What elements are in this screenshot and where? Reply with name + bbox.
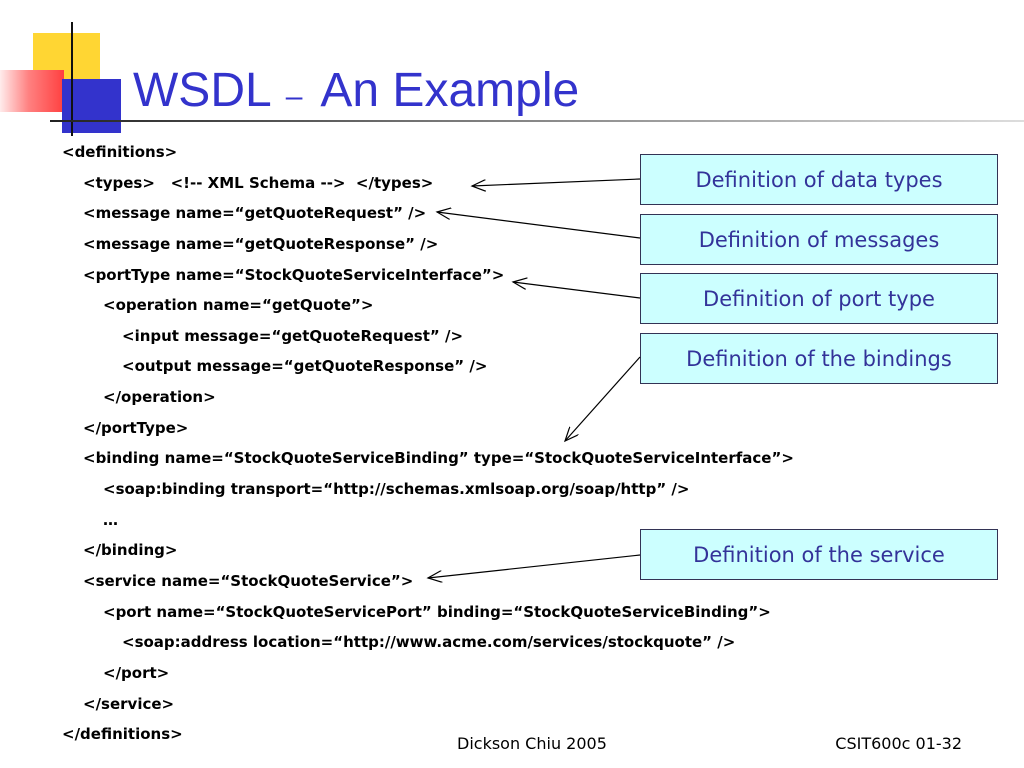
code-line: <port name=“StockQuoteServicePort” bindi…: [103, 602, 771, 621]
callout-service: Definition of the service: [640, 529, 998, 580]
code-line: </operation>: [103, 388, 216, 407]
code-line: <service name=“StockQuoteService”>: [83, 571, 414, 590]
callout-port-type: Definition of port type: [640, 273, 998, 324]
code-line: <input message=“getQuoteRequest” />: [122, 326, 464, 345]
code-line: <output message=“getQuoteResponse” />: [122, 357, 488, 376]
title-rest: An Example: [320, 64, 580, 117]
callout-data-types: Definition of data types: [640, 154, 998, 205]
code-line: </definitions>: [62, 725, 183, 744]
code-line: </portType>: [83, 418, 189, 437]
footer-author: Dickson Chiu 2005: [457, 734, 607, 753]
code-line: </binding>: [83, 541, 178, 560]
title-lead: WSDL: [133, 64, 272, 117]
code-line: <message name=“getQuoteResponse” />: [83, 234, 439, 253]
code-line: <types> <!-- XML Schema --> </types>: [83, 173, 434, 192]
decor-red-gradient-bar: [0, 70, 64, 112]
title-dash: –: [285, 80, 303, 113]
code-line: </port>: [103, 663, 170, 682]
code-line: <portType name=“StockQuoteServiceInterfa…: [83, 265, 505, 284]
code-line: <definitions>: [62, 143, 178, 161]
decor-horizontal-rule: [50, 120, 1024, 122]
wsdl-code-listing: <definitions> <types> <!-- XML Schema --…: [0, 137, 1024, 750]
code-line: <operation name=“getQuote”>: [103, 296, 374, 315]
code-line: <binding name=“StockQuoteServiceBinding”…: [83, 449, 794, 468]
footer-slide-number: CSIT600c 01-32: [835, 734, 962, 753]
callout-messages: Definition of messages: [640, 214, 998, 265]
code-line: …: [103, 510, 118, 529]
decor-vertical-rule: [71, 22, 73, 136]
callout-bindings: Definition of the bindings: [640, 333, 998, 384]
code-line: </service>: [83, 694, 175, 713]
code-line: <soap:binding transport=“http://schemas.…: [103, 480, 690, 499]
code-line: <message name=“getQuoteRequest” />: [83, 204, 427, 223]
code-line: <soap:address location=“http://www.acme.…: [122, 633, 736, 652]
slide-title: WSDL–An Example: [133, 63, 579, 119]
